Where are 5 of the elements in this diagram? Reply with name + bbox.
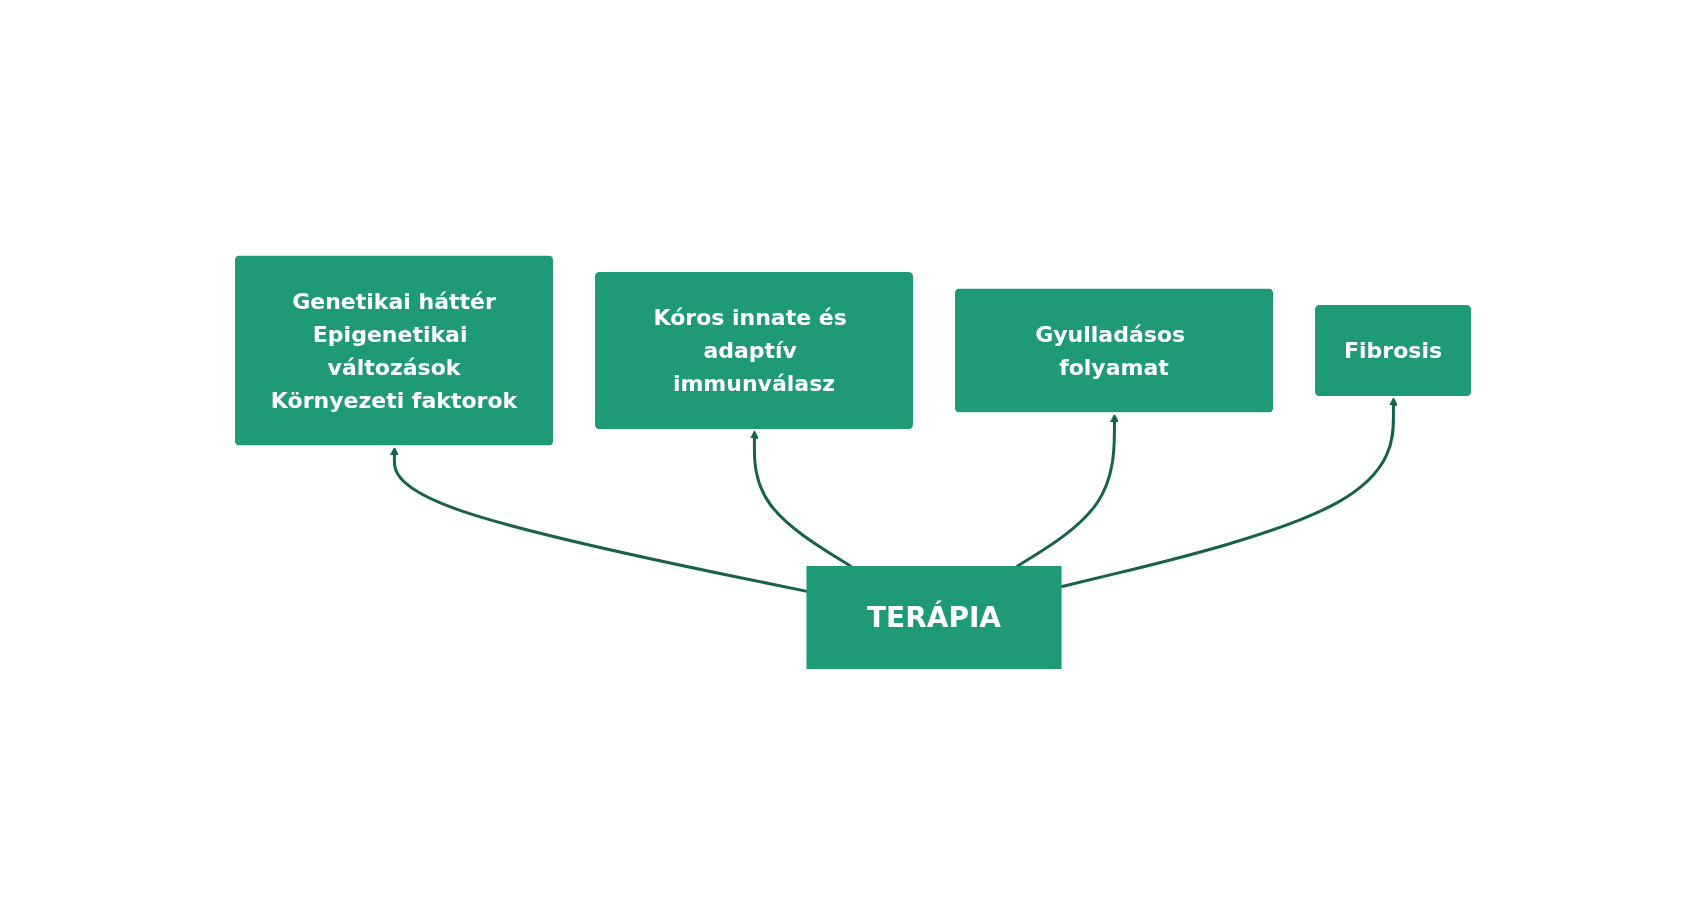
arrow (390, 446, 808, 593)
arrow (750, 430, 853, 568)
arrow (1015, 413, 1119, 568)
node-box: TERÁPIA (806, 566, 1062, 669)
arrow (1060, 397, 1398, 589)
